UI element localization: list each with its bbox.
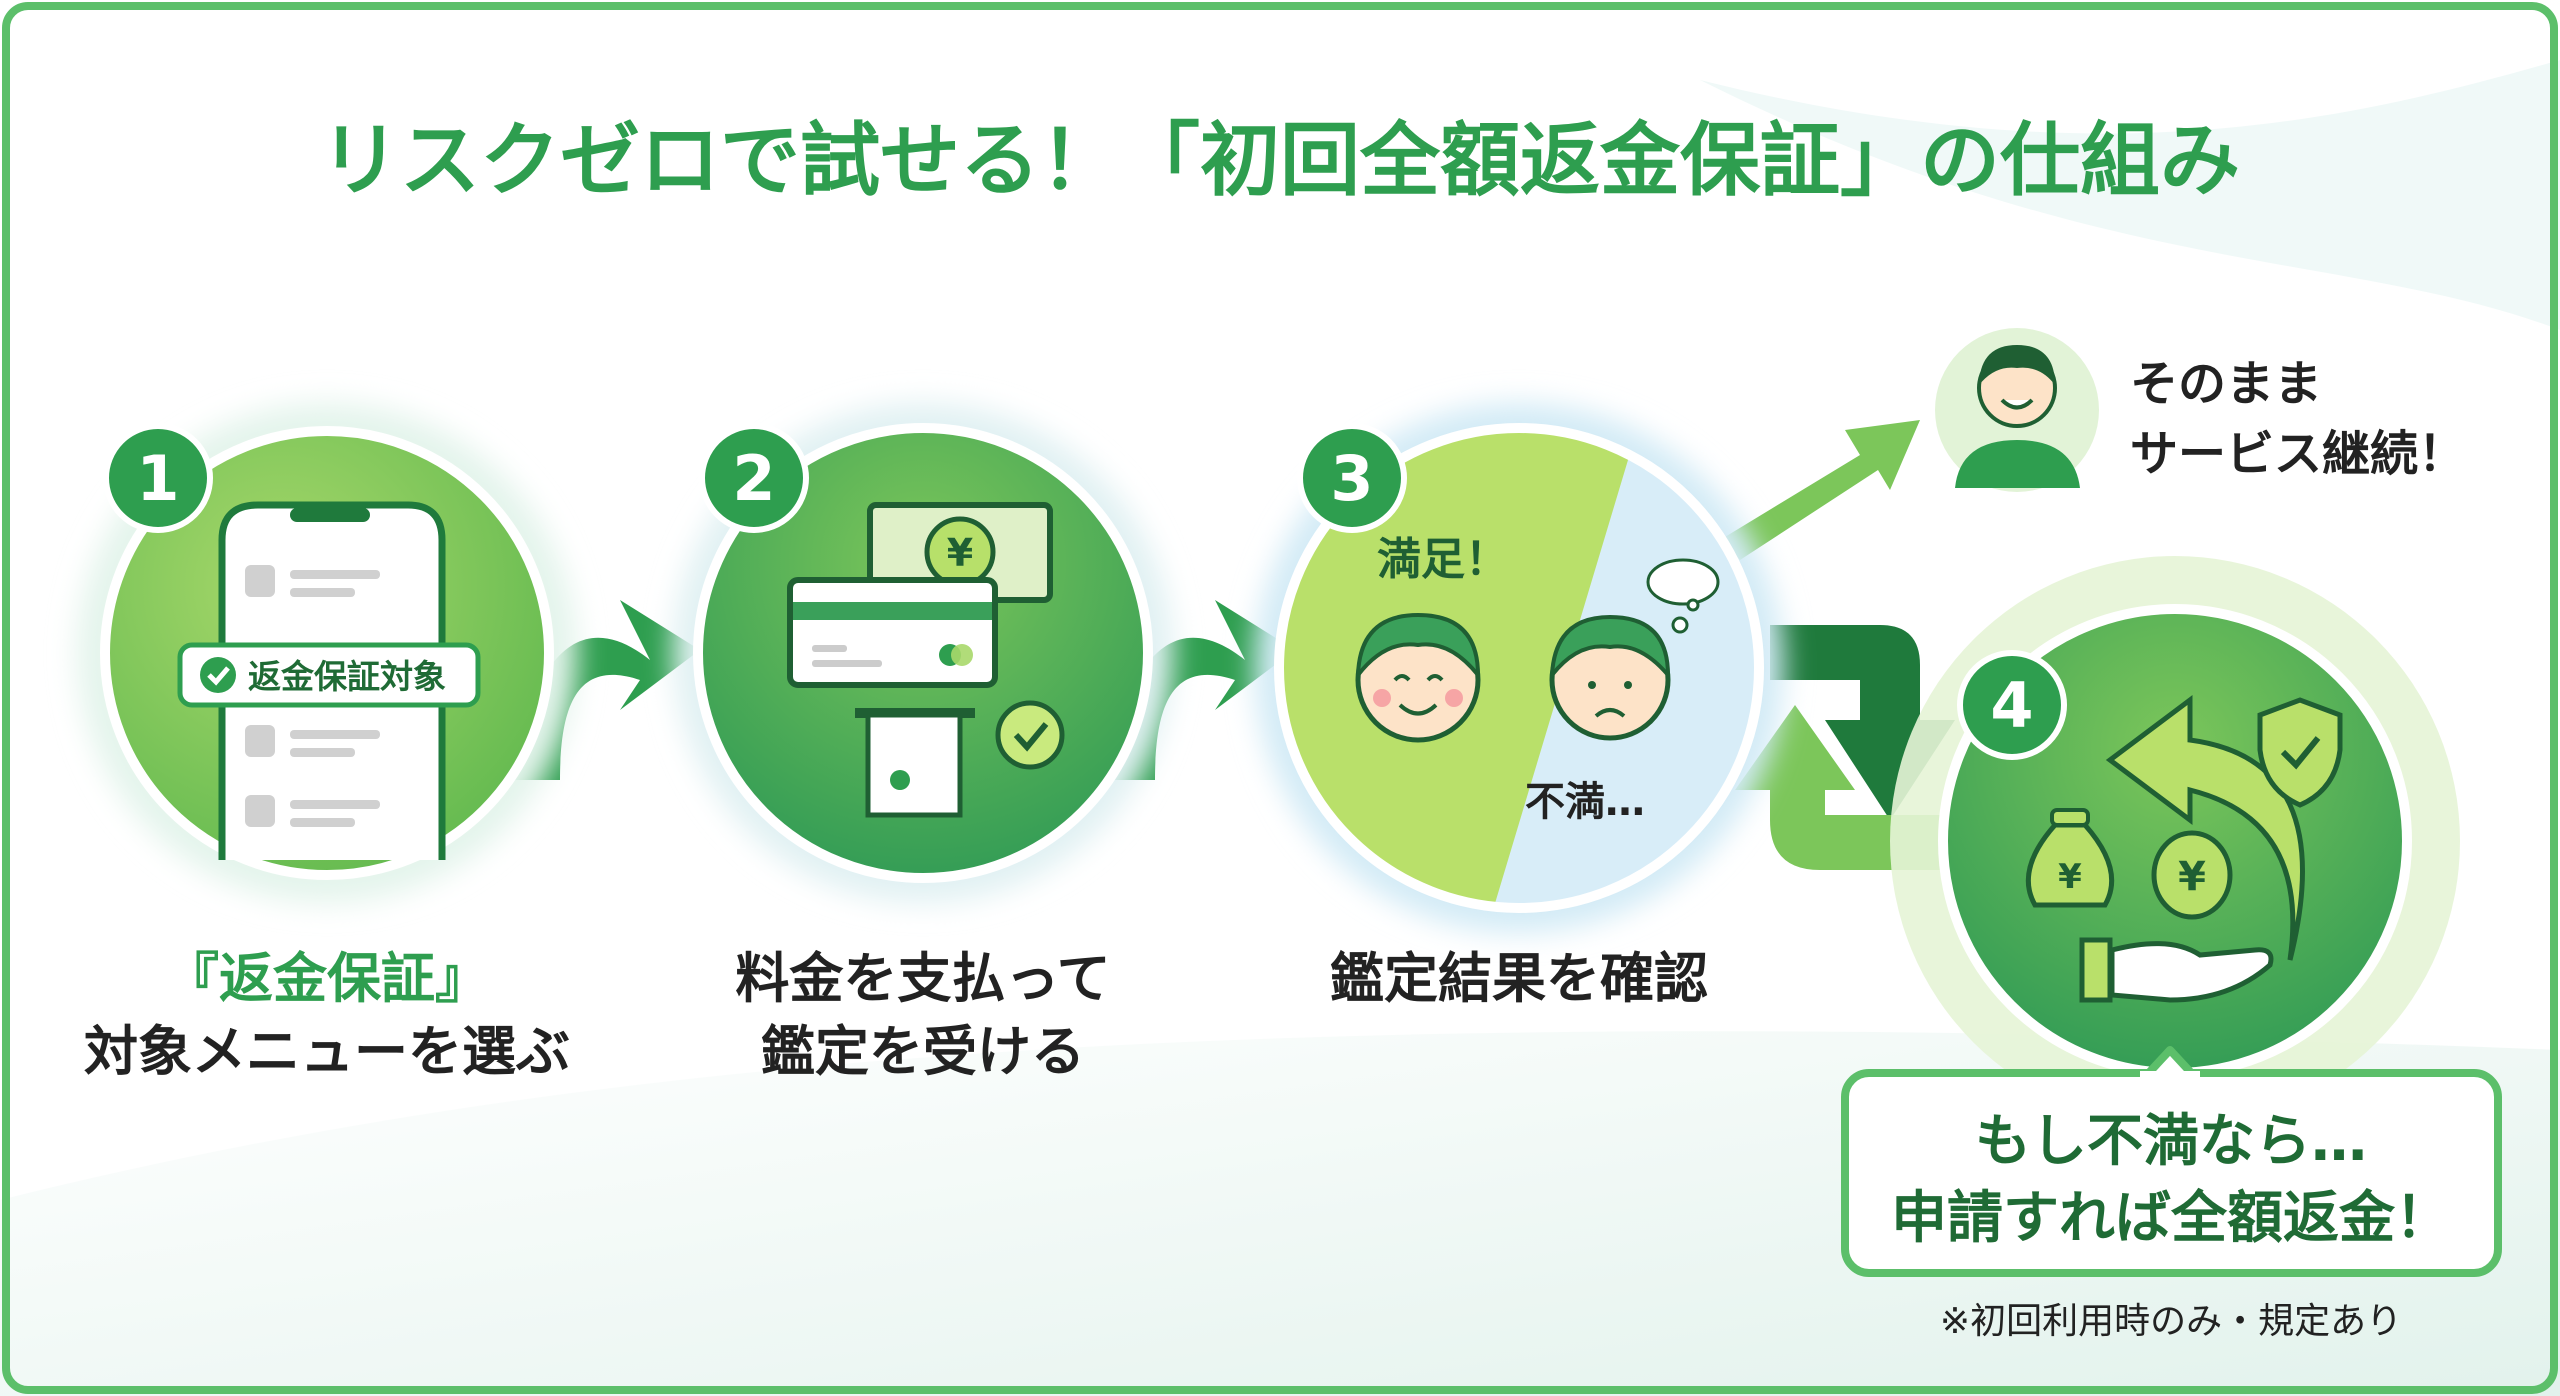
thought-bubble-icon [1646,558,1720,634]
svg-text:¥: ¥ [947,531,973,575]
svg-text:¥: ¥ [2178,854,2206,900]
sad-face-icon [1549,614,1671,741]
satisfied-label: 満足！ [1377,534,1509,585]
page-title: リスクゼロで試せる！「初回全額返金保証」の仕組み [320,114,2240,207]
yen-coin-icon: ¥ [2151,830,2233,920]
continue-outcome: そのまま サービス継続！ [1935,328,2466,492]
shield-check-icon [2257,697,2343,808]
terms-note: ※初回利用時のみ・規定あり [1940,1301,2402,1342]
step-number: 3 [1330,442,1373,515]
step-3: 満足！ 不満… 3 鑑定結果を確認 [1254,403,1784,1010]
check-icon [200,657,236,693]
guarantee-badge [177,642,481,708]
step-number-badge [1957,650,2067,760]
refund-arrow-icon [2105,695,2305,961]
continue-line2: サービス継続！ [2130,426,2466,482]
credit-card-icon [787,577,998,688]
step-2: ¥ 2 料金を支払って 鑑定を受ける [673,403,1173,1083]
step-label-line2: 対象メニューを選ぶ [84,1020,570,1083]
step-number: 1 [136,442,179,515]
step-number-badge [103,423,213,533]
step-label-line2: 鑑定を受ける [761,1020,1085,1083]
callout-line1: もし不満なら… [1975,1109,2367,1174]
step-number-badge [699,423,809,533]
happy-face-icon [1355,612,1481,743]
step-label-line1: 『返金保証』 [165,947,489,1010]
card-terminal-icon [855,708,975,818]
check-icon [995,700,1065,770]
refund-callout: もし不満なら… 申請すれば全額返金！ [1841,1046,2502,1277]
step-1: 返金保証対象 1 『返金保証』 対象メニューを選ぶ [77,403,577,1083]
step-label: 鑑定結果を確認 [1330,947,1708,1010]
step-number-badge [1297,423,1407,533]
step-number: 4 [1990,669,2033,742]
callout-line2: 申請すれば全額返金！ [1891,1186,2451,1251]
continue-line1: そのまま [2130,356,2322,412]
step-label-line1: 料金を支払って [735,947,1110,1010]
open-hand-icon [2079,937,2274,1003]
money-bag-icon: ¥ [2025,808,2115,908]
svg-text:¥: ¥ [2058,857,2082,897]
guarantee-badge-label: 返金保証対象 [248,657,446,696]
unsatisfied-label: 不満… [1525,779,1645,825]
step-4: ¥ ¥ 4 [1890,556,2460,1126]
arrow-to-continue [1720,420,1920,560]
step-number: 2 [732,442,775,515]
